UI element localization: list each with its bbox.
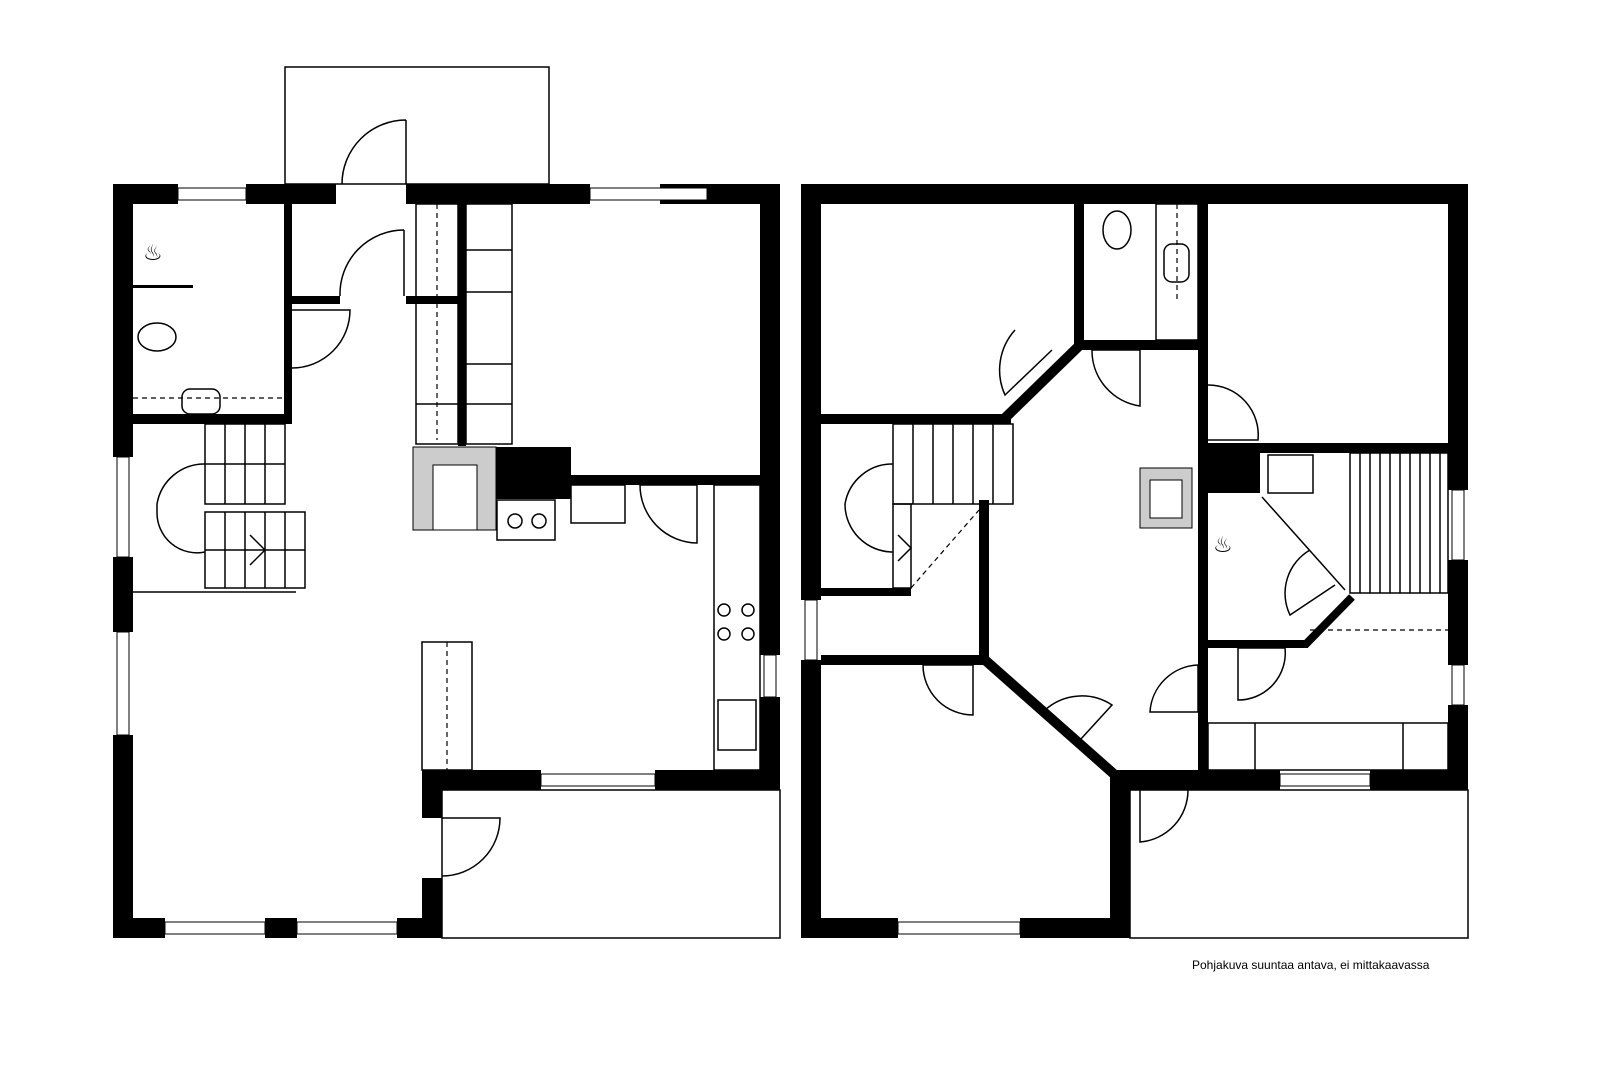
balcony-outline bbox=[441, 789, 781, 939]
toilet-icon bbox=[137, 322, 177, 352]
ground-floor-plan: ♨ bbox=[113, 66, 781, 939]
toilet-icon bbox=[1102, 210, 1132, 250]
entrance-porch-outline bbox=[284, 66, 550, 185]
staircase bbox=[844, 423, 1014, 589]
kitchen-counter bbox=[713, 484, 761, 771]
stove bbox=[496, 499, 556, 541]
sink-icon bbox=[181, 388, 221, 415]
terrace-outline bbox=[1129, 789, 1469, 939]
staircase bbox=[133, 423, 306, 593]
shower-icon: ♨ bbox=[143, 240, 163, 265]
disclaimer-caption: Pohjakuva suuntaa antava, ei mittakaavas… bbox=[1192, 958, 1430, 972]
upper-floor-plan: ♨ bbox=[801, 184, 1469, 939]
shower-icon: ♨ bbox=[1213, 532, 1233, 557]
chimney bbox=[496, 447, 571, 499]
sauna-bench bbox=[1261, 452, 1449, 631]
